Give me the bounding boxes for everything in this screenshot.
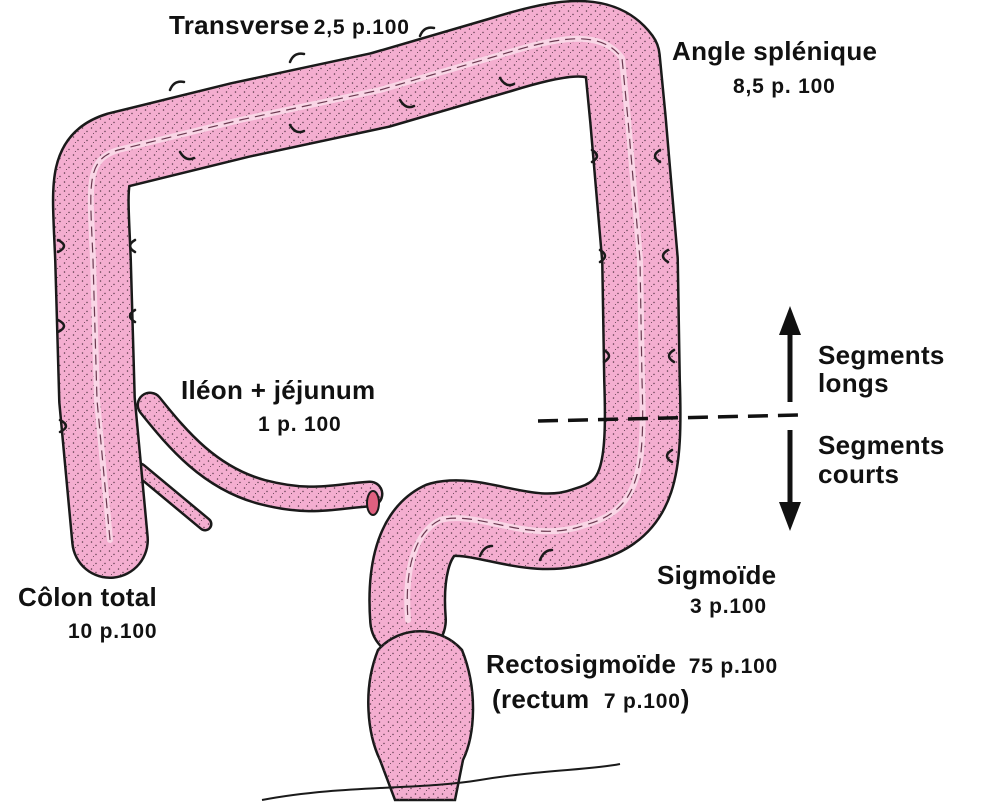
transverse-value: 2,5 p.100 xyxy=(314,16,410,39)
ileum-cut-end xyxy=(367,491,379,515)
value-colon-total: 10 p.100 xyxy=(68,621,157,642)
label-segments-courts-line1: Segments xyxy=(818,432,945,458)
label-angle-splenique: Angle splénique xyxy=(672,38,877,64)
label-segments-longs-line2: longs xyxy=(818,370,889,396)
value-angle-splenique: 8,5 p. 100 xyxy=(733,76,836,97)
label-segments-courts-line2: courts xyxy=(818,461,899,487)
value-ileon-jejunum: 1 p. 100 xyxy=(258,414,341,435)
label-sigmoide: Sigmoïde xyxy=(657,562,776,588)
label-colon-total: Côlon total xyxy=(18,584,157,610)
value-sigmoide: 3 p.100 xyxy=(690,596,767,617)
arrow-down-icon xyxy=(779,430,801,531)
rectosigmoide-name: Rectosigmoïde xyxy=(486,649,676,679)
label-segments-longs-line1: Segments xyxy=(818,342,945,368)
label-transverse: Transverse 2,5 p.100 xyxy=(169,12,410,38)
transverse-name: Transverse xyxy=(169,10,309,40)
rectum-close-paren: ) xyxy=(681,684,690,714)
label-rectum: (rectum 7 p.100) xyxy=(492,686,690,712)
arrow-up-icon xyxy=(779,306,801,402)
rectosigmoide-value: 75 p.100 xyxy=(689,655,778,678)
appendix xyxy=(140,470,205,524)
rectum xyxy=(368,631,473,800)
label-ileon-jejunum: Iléon + jéjunum xyxy=(181,377,375,403)
label-rectosigmoide: Rectosigmoïde 75 p.100 xyxy=(486,651,778,677)
colon-tube xyxy=(91,39,643,620)
rectum-value: 7 p.100 xyxy=(604,690,681,713)
rectum-name: (rectum xyxy=(492,684,589,714)
